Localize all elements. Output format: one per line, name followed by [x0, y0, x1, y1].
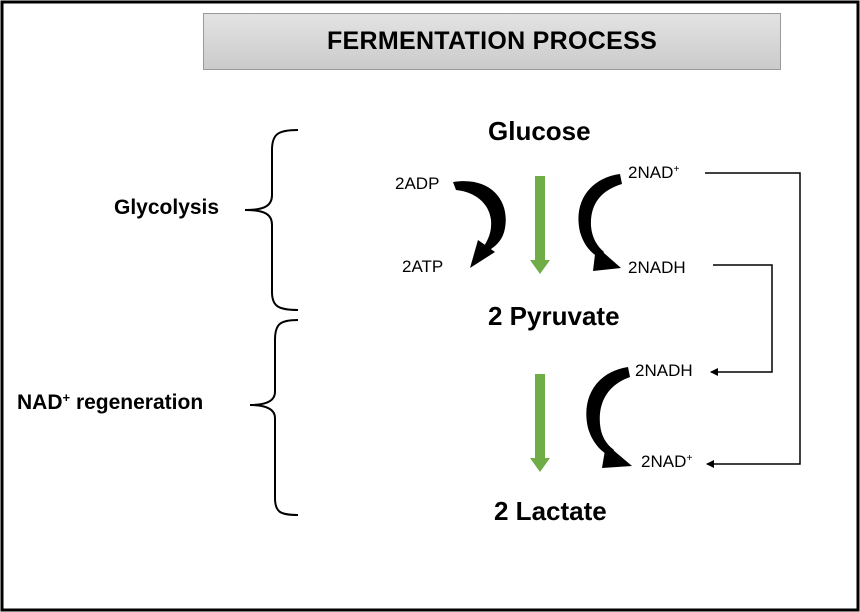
adp-label: 2ADP [395, 174, 440, 193]
glucose-label: Glucose [488, 116, 591, 146]
glucose-to-pyruvate-arrow [530, 176, 550, 274]
pyruvate-to-lactate-arrow [530, 374, 550, 472]
nadh-top-label: 2NADH [628, 258, 686, 277]
glycolysis-brace [244, 129, 299, 311]
adp-atp-curved-arrow [453, 181, 506, 268]
regeneration-brace [249, 319, 299, 516]
nadh-recycle-line [710, 264, 773, 376]
nad-top-label: 2NAD+ [628, 163, 680, 182]
title-banner: FERMENTATION PROCESS [203, 13, 781, 70]
glycolysis-label: Glycolysis [114, 196, 220, 219]
nadh-bottom-label: 2NADH [635, 361, 693, 380]
lactate-label: 2 Lactate [494, 496, 607, 526]
page-title: FERMENTATION PROCESS [326, 27, 658, 55]
pyruvate-label: 2 Pyruvate [488, 301, 620, 331]
nad-bottom-label: 2NAD+ [641, 452, 693, 471]
atp-label: 2ATP [402, 257, 444, 276]
nad-recycle-line [705, 172, 801, 468]
nad-nadh-curved-arrow [578, 174, 622, 271]
nadh-nad-curved-arrow [586, 367, 632, 468]
nad-regeneration-label: NAD+ regeneration [17, 389, 204, 414]
